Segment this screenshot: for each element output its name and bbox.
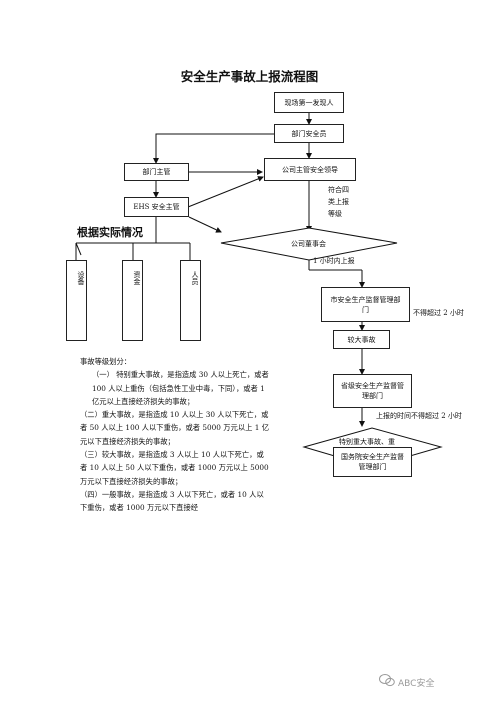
dept-head-box: 部门主管: [124, 163, 189, 181]
resource-equipment: 设备: [66, 260, 87, 341]
province-supervision-box: 省级安全生产监督管理部门: [333, 374, 412, 408]
within-hour-note: 1 小时内上报: [313, 257, 355, 265]
criteria-note: 符合四 类上报 等级: [328, 186, 349, 218]
company-safety-leader-box: 公司主管安全领导: [264, 158, 356, 181]
situation-label: 根据实际情况: [77, 226, 143, 239]
classification-item: （三）较大事故，是指造成 3 人以上 10 人以下死亡，或者 10 人以上 50…: [80, 450, 269, 486]
resource-funds: 资金: [122, 260, 143, 341]
state-supervision-box: 国务院安全生产监督管理部门: [333, 447, 412, 477]
classification-item: （二）重大事故，是指造成 10 人以上 30 人以下死亡，或者 50 人以上 1…: [80, 410, 270, 446]
city-supervision-box: 市安全生产监督管理部门: [321, 287, 410, 322]
report-time-note: 上报的时间不得超过 2 小时: [376, 412, 462, 420]
classification-item: （四）一般事故，是指造成 3 人以下死亡，或者 10 人以下重伤，或者 1000…: [80, 489, 264, 513]
watermark: ABC安全: [398, 679, 435, 689]
not-over-2h-note: 不得超过 2 小时: [413, 309, 464, 317]
special-major-label: 特别重大事故、重: [339, 438, 395, 446]
witness-box: 现场第一发现人: [274, 92, 344, 113]
dept-safety-box: 部门安全员: [274, 124, 344, 143]
board-diamond-label: 公司董事会: [291, 240, 326, 248]
classification-item: （一） 特别重大事故，是指造成 30 人以上死亡，或者 100 人以上重伤（包括…: [92, 370, 269, 406]
resource-equipment-label: 设备: [77, 271, 85, 285]
resource-personnel-label: 人员: [191, 271, 199, 285]
ehs-head-box: EHS 安全主管: [124, 197, 189, 217]
resource-funds-label: 资金: [133, 271, 141, 285]
major-accident-box: 较大事故: [333, 330, 390, 349]
wechat-icon: [379, 674, 395, 687]
classification-heading: 事故等级划分：: [80, 357, 132, 366]
page-title: 安全生产事故上报流程图: [180, 69, 319, 84]
resource-personnel: 人员: [180, 260, 201, 341]
accident-classification: 事故等级划分： （一） 特别重大事故，是指造成 30 人以上死亡，或者 100 …: [80, 355, 270, 515]
